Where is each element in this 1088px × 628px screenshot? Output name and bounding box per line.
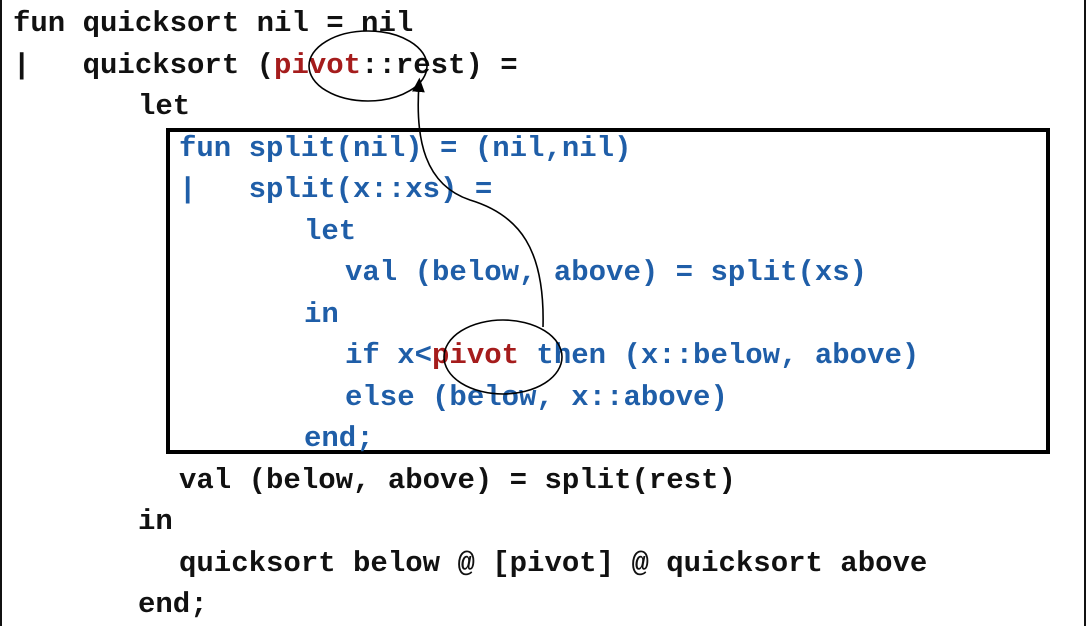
code-line-2-suffix: ::rest) =	[361, 49, 518, 82]
code-line-12: val (below, above) = split(rest)	[179, 464, 736, 497]
code-line-14: quicksort below @ [pivot] @ quicksort ab…	[179, 547, 928, 580]
inner-code-line-6: if x<pivot then (x::below, above)	[345, 336, 919, 376]
inner-code-line-2: | split(x::xs) =	[179, 173, 493, 206]
inner-code-line-1: fun split(nil) = (nil,nil)	[179, 132, 632, 165]
inner-code-line-3: let	[304, 215, 357, 248]
pivot-highlight-usage: pivot	[432, 339, 520, 372]
code-line-1: fun quicksort nil = nil	[13, 7, 414, 40]
code-line-3: let	[138, 90, 191, 123]
pivot-highlight-pattern: pivot	[274, 49, 362, 82]
code-line-13: in	[138, 505, 173, 538]
inner-code-line-7: else (below, x::above)	[345, 381, 728, 414]
split-function-box	[166, 128, 1050, 454]
inner-code-line-8: end;	[304, 422, 374, 455]
code-line-2-prefix: | quicksort (	[13, 49, 275, 82]
code-line-2: | quicksort (pivot::rest) =	[13, 46, 518, 86]
inner-code-line-6-suffix: then (x::below, above)	[519, 339, 920, 372]
inner-code-line-6-prefix: if x<	[345, 339, 433, 372]
inner-code-line-4: val (below, above) = split(xs)	[345, 256, 868, 289]
code-line-15: end;	[138, 588, 208, 621]
inner-code-line-5: in	[304, 298, 339, 331]
